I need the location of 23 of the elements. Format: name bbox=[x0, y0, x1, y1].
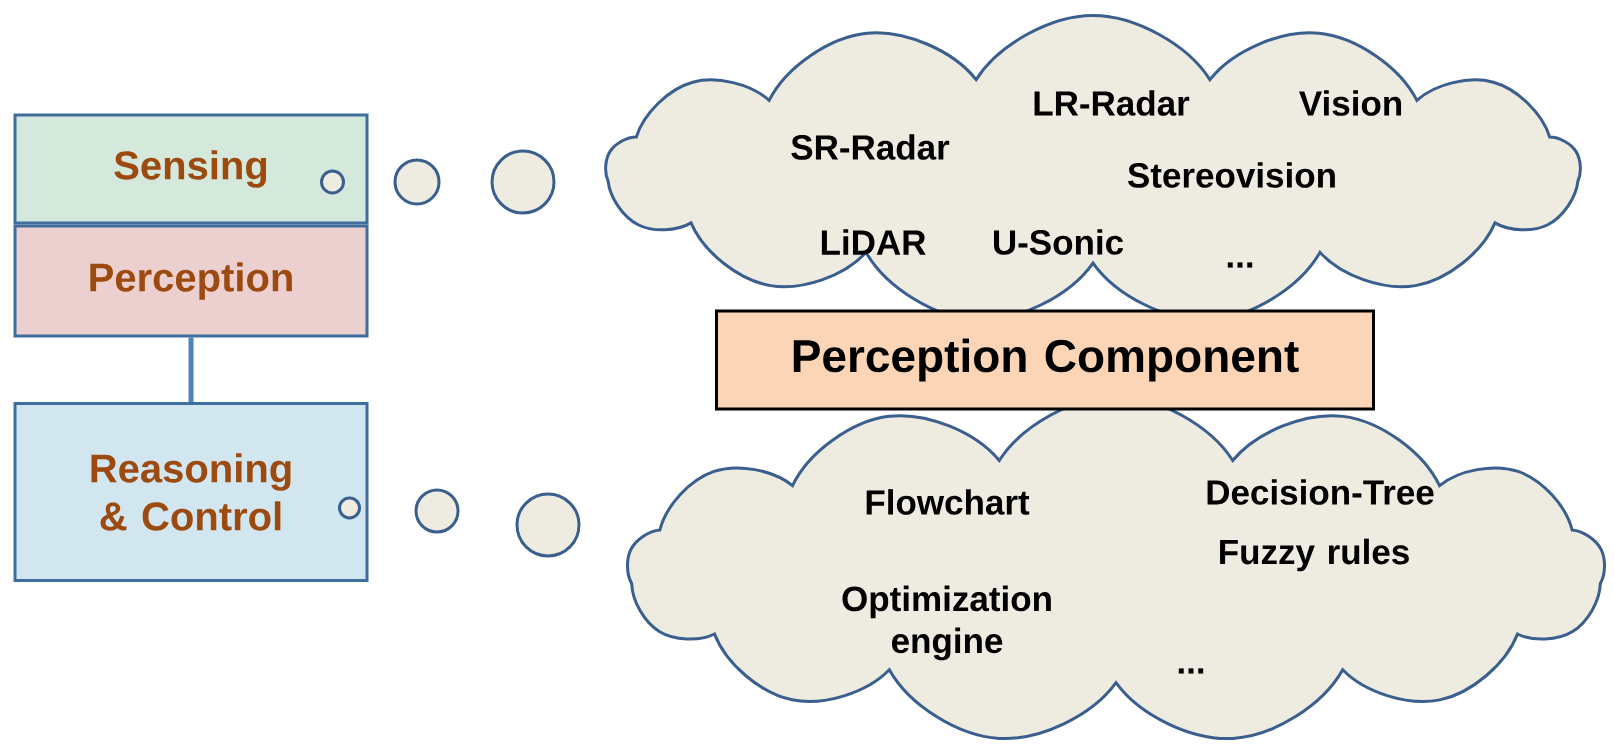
thought-bubble bbox=[414, 488, 460, 534]
cloud-label: U-Sonic bbox=[994, 229, 1124, 255]
cloud-label: ... bbox=[1227, 262, 1253, 268]
cloud-label: SR-Radar bbox=[791, 134, 950, 160]
cloud-label: Optimization engine bbox=[842, 585, 1051, 661]
label-box: Sensing bbox=[13, 113, 369, 225]
cloud-label: Stereovision bbox=[1128, 162, 1335, 188]
connector-line bbox=[188, 337, 194, 402]
cloud-label: Vision bbox=[1299, 90, 1402, 116]
cloud-label: LR-Radar bbox=[1034, 90, 1190, 116]
thought-bubble bbox=[515, 492, 581, 558]
cloud-label: ... bbox=[1178, 668, 1204, 674]
cloud-label: Decision-Tree bbox=[1207, 479, 1434, 505]
label-box: Perception bbox=[13, 224, 369, 338]
thought-bubble bbox=[320, 169, 345, 195]
label-box: Perception Component bbox=[715, 309, 1375, 411]
label-box: Reasoning & Control bbox=[13, 402, 369, 582]
thought-bubble bbox=[393, 158, 441, 206]
thought-bubble bbox=[490, 149, 556, 215]
cloud-label: LiDAR bbox=[821, 229, 926, 255]
cloud-label: Flowchart bbox=[866, 489, 1030, 515]
cloud-label: Fuzzy rules bbox=[1220, 538, 1409, 572]
thought-bubble bbox=[338, 496, 361, 520]
